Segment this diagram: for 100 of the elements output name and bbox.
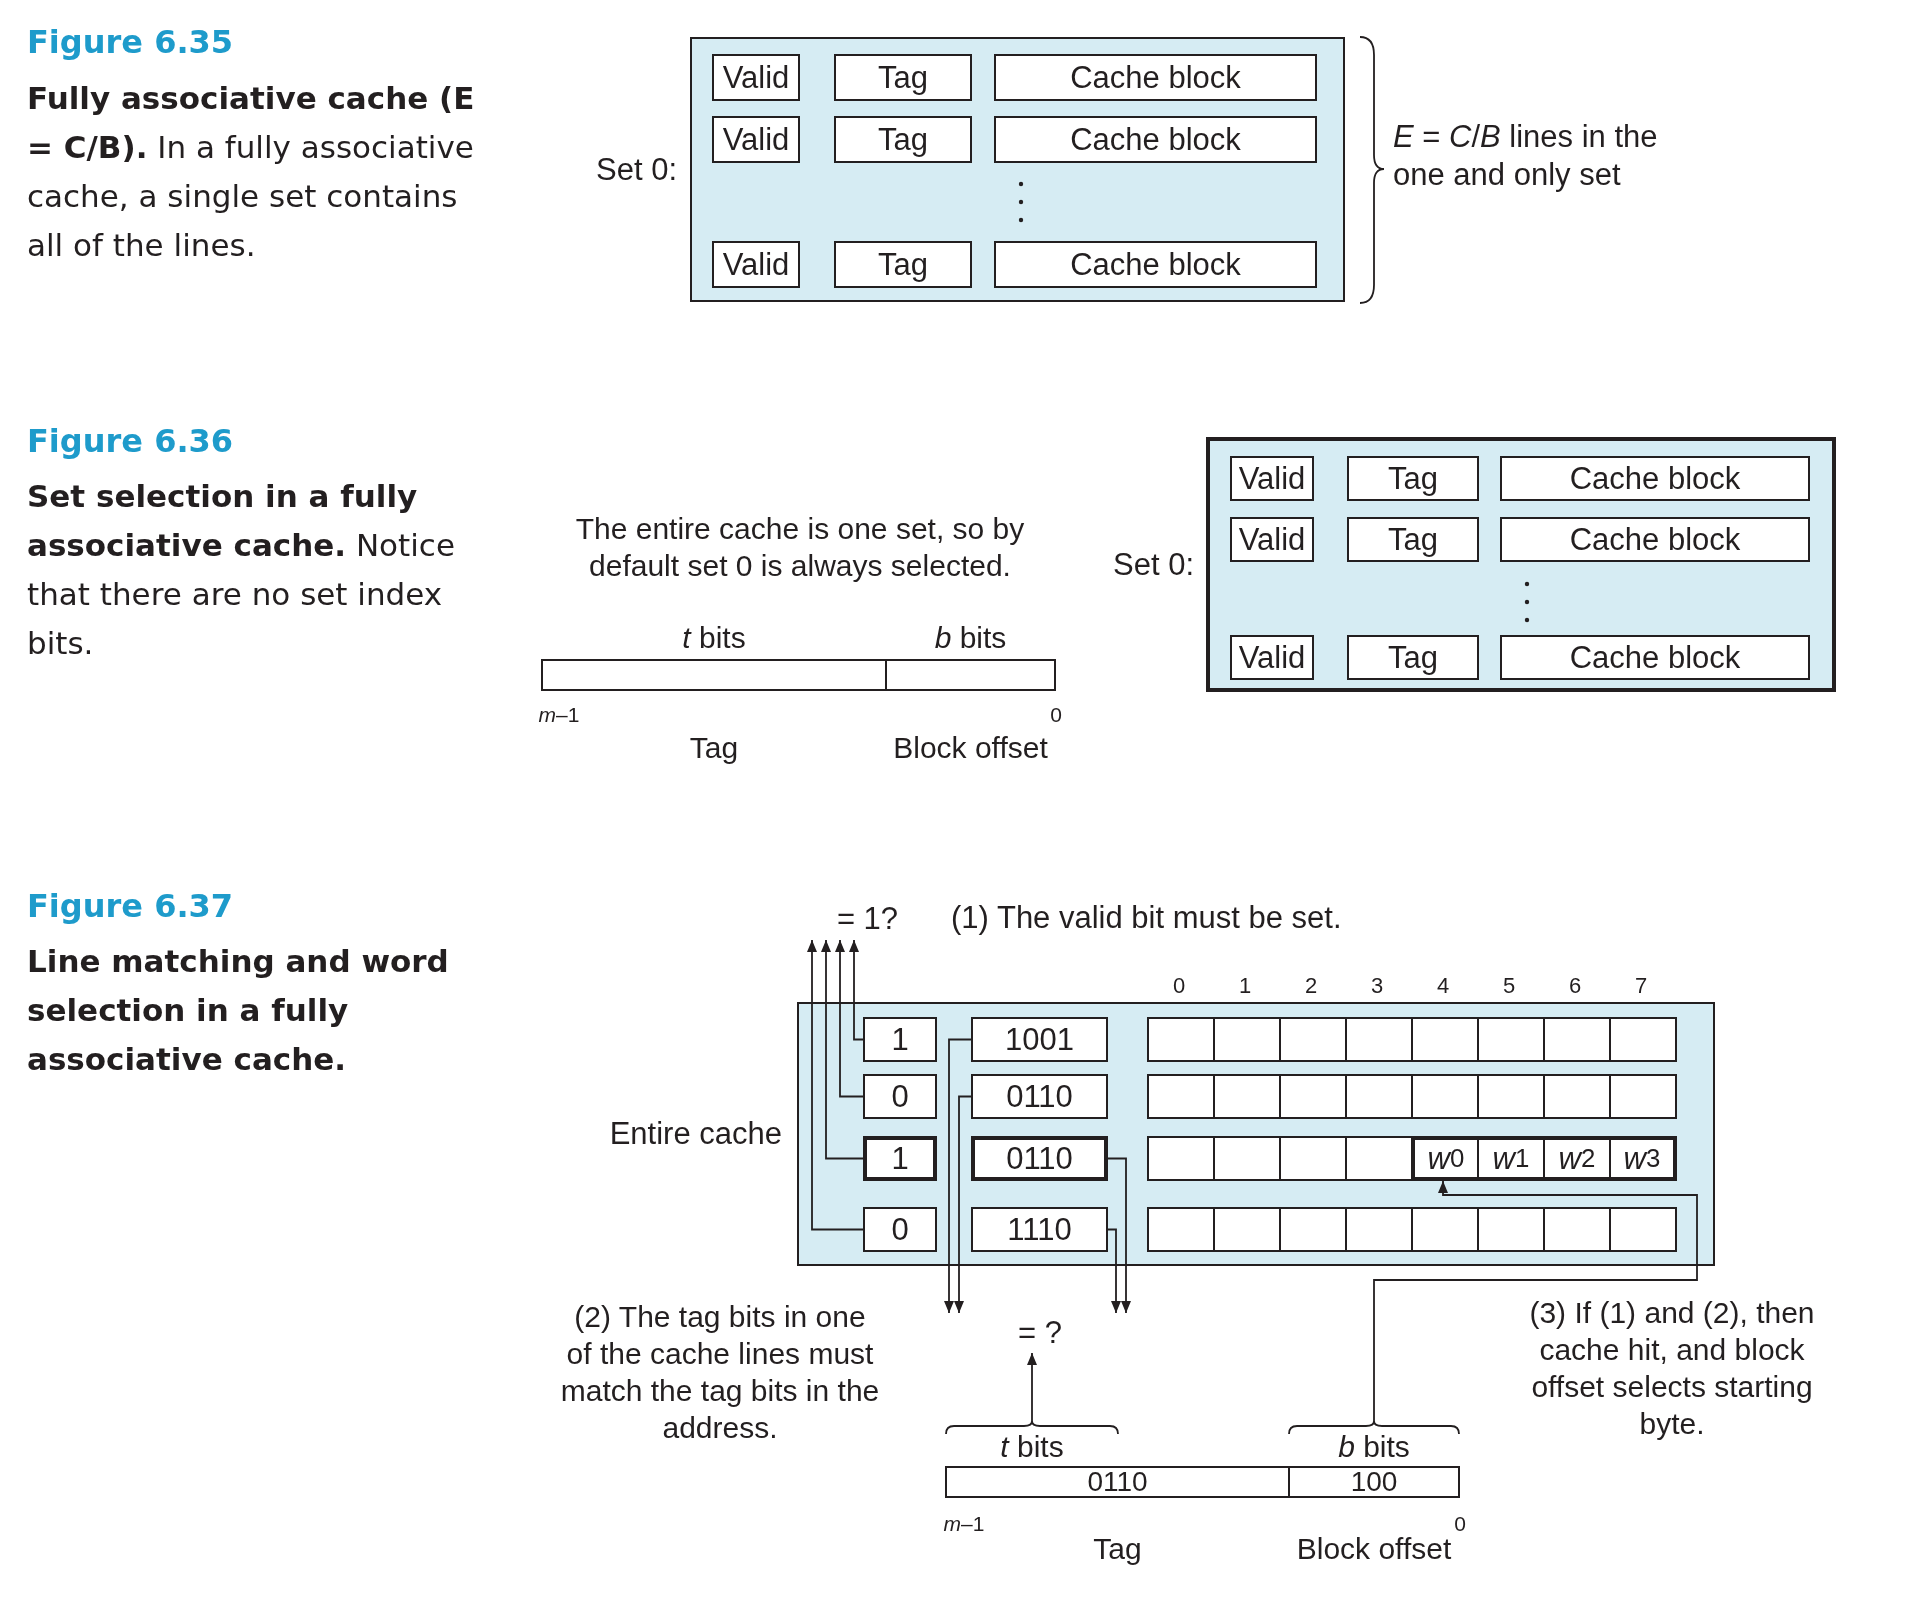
figure-caption: Set selection in a fully associative cache. Notice that there are no set index bits. (27, 477, 456, 663)
byte-cell (1279, 1136, 1347, 1181)
tag-cell: 1001 (971, 1017, 1108, 1062)
valid-bit-cell: Valid (1230, 517, 1314, 562)
field-label: Block offset (892, 730, 1049, 766)
tag-cell: Tag (1347, 517, 1479, 562)
figure-caption: Line matching and word selection in a fully associative cache. (27, 942, 450, 1079)
byte-cell (1411, 1074, 1479, 1119)
cache-block-cell: Cache block (994, 54, 1317, 101)
comparison-label: = 1? (800, 898, 935, 940)
valid-bit-cell: 1 (863, 1017, 937, 1062)
column-number: 3 (1369, 972, 1385, 1000)
address-field: 100 (1288, 1466, 1460, 1498)
byte-cell (1609, 1017, 1677, 1062)
byte-cell (1279, 1207, 1347, 1252)
byte-cell (1213, 1074, 1281, 1119)
valid-bit-cell: Valid (712, 116, 800, 163)
cache-block-cell: Cache block (1500, 517, 1810, 562)
column-number: 4 (1435, 972, 1451, 1000)
byte-cell (1213, 1136, 1281, 1181)
byte-cell (1147, 1207, 1215, 1252)
tag-cell: Tag (834, 241, 972, 288)
cache-block-cell: Cache block (1500, 635, 1810, 680)
brace-note: E = C/B lines in the one and only set (1393, 118, 1659, 194)
byte-cell (1543, 1074, 1611, 1119)
column-number: 0 (1171, 972, 1187, 1000)
arrow (1027, 1352, 1037, 1422)
byte-cell (1543, 1017, 1611, 1062)
valid-bit-cell: Valid (712, 54, 800, 101)
column-number: 5 (1501, 972, 1517, 1000)
byte-cell (1213, 1017, 1281, 1062)
field-label: Block offset (1295, 1531, 1453, 1567)
arrow (821, 939, 864, 1160)
bit-position-label: m–1 (942, 1511, 986, 1537)
panel-label: Set 0: (1113, 546, 1194, 583)
figure-number: Figure 6.36 (27, 423, 234, 459)
arrow (1107, 1228, 1121, 1314)
column-number: 7 (1633, 972, 1649, 1000)
byte-cell (1411, 1017, 1479, 1062)
note-text: The entire cache is one set, so by default set 0 is always selected. (574, 511, 1026, 584)
cache-block-cell: Cache block (994, 116, 1317, 163)
step-note: (3) If (1) and (2), then cache hit, and block offset selects starting byte. (1528, 1295, 1816, 1442)
byte-cell (1609, 1074, 1677, 1119)
step-note: (2) The tag bits in one of the cache lines must match the tag bits in the address. (560, 1299, 880, 1446)
tag-cell: Tag (834, 54, 972, 101)
arrow (835, 939, 864, 1098)
byte-cell (1345, 1207, 1413, 1252)
byte-cell (1477, 1074, 1545, 1119)
column-number: 1 (1237, 972, 1253, 1000)
arrow (954, 1095, 972, 1314)
field-label: Tag (688, 730, 740, 766)
figure-caption: Fully associative cache (E = C/B). In a fully associative cache, a single set contains all of the lines. (27, 79, 476, 265)
bit-position-label: 0 (1453, 1511, 1467, 1537)
field-label: t bits (681, 620, 747, 656)
cache-block-cell: Cache block (994, 241, 1317, 288)
byte-cell (1279, 1017, 1347, 1062)
figure-number: Figure 6.37 (27, 888, 234, 924)
byte-cell (1279, 1074, 1347, 1119)
valid-bit-cell: Valid (1230, 456, 1314, 501)
tag-cell: Tag (834, 116, 972, 163)
panel-label: Entire cache (609, 1116, 782, 1152)
byte-cell (1147, 1136, 1215, 1181)
byte-cell (1147, 1074, 1215, 1119)
tag-cell: 0110 (971, 1074, 1108, 1119)
byte-cell (1147, 1017, 1215, 1062)
valid-bit-cell: 0 (863, 1074, 937, 1119)
cache-block-cell: Cache block (1500, 456, 1810, 501)
valid-bit-cell: Valid (1230, 635, 1314, 680)
arrow (1107, 1157, 1131, 1314)
tag-cell: 1110 (971, 1207, 1108, 1252)
field-label: Tag (1092, 1531, 1143, 1567)
field-label: b bits (1337, 1429, 1411, 1465)
address-field: 0110 (945, 1466, 1290, 1498)
bit-position-label: m–1 (537, 702, 581, 728)
byte-cell (1411, 1207, 1479, 1252)
valid-bit-cell: Valid (712, 241, 800, 288)
arrow (849, 939, 864, 1041)
arrow (944, 1038, 972, 1314)
byte-cell (1477, 1017, 1545, 1062)
byte-cell (1345, 1017, 1413, 1062)
step-note: (1) The valid bit must be set. (951, 900, 1342, 936)
byte-cell (1543, 1207, 1611, 1252)
column-number: 2 (1303, 972, 1319, 1000)
column-number: 6 (1567, 972, 1583, 1000)
arrow (1373, 1180, 1698, 1422)
field-label: b bits (933, 620, 1008, 656)
byte-cell (1609, 1207, 1677, 1252)
valid-bit-cell: 0 (863, 1207, 937, 1252)
figure-number: Figure 6.35 (27, 24, 234, 60)
byte-cell (1345, 1136, 1413, 1181)
comparison-label: = ? (935, 1313, 1145, 1353)
tag-cell: Tag (1347, 456, 1479, 501)
tag-cell: 0110 (971, 1136, 1108, 1181)
panel-label: Set 0: (596, 151, 677, 188)
arrow (807, 939, 864, 1231)
byte-cell (1477, 1207, 1545, 1252)
valid-bit-cell: 1 (863, 1136, 937, 1181)
bit-position-label: 0 (1049, 702, 1063, 728)
tag-cell: Tag (1347, 635, 1479, 680)
byte-cell (1213, 1207, 1281, 1252)
